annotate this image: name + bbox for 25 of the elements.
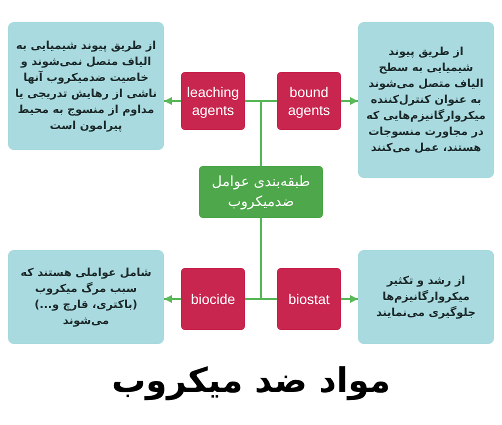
- arrow: [164, 295, 181, 303]
- category-card: [181, 268, 245, 330]
- category-label: bound agents: [286, 83, 332, 119]
- description-card: [358, 250, 494, 344]
- connector-line: [260, 100, 277, 166]
- description-text: شامل عواملی هستند که سبب مرگ میکروب (باکتری، قارچ و...) می‌شوند: [20, 265, 152, 329]
- category-label: leaching agents: [186, 83, 240, 119]
- arrow: [164, 97, 181, 105]
- root-card: [199, 166, 323, 218]
- description-card: [8, 250, 164, 344]
- description-text: از طریق پیوند شیمیایی به سطح الیاف متصل می‌شوند به عنوان کنترل‌کننده میکروارگانیزم‌هایی که در مجاورت منسوجات هستند، عمل می‌کنند: [365, 44, 487, 156]
- root-label: طبقه‌بندی عوامل ضدمیکروب: [210, 173, 312, 212]
- description-card: [358, 22, 494, 178]
- description-card: [8, 22, 164, 150]
- description-text: از رشد و تکثیر میکروارگانیزم‌ها جلوگیری می‌نمایند: [375, 273, 477, 321]
- arrow: [341, 97, 358, 105]
- connector-line: [260, 218, 277, 300]
- category-card: [277, 72, 341, 130]
- category-label: biostat: [288, 290, 330, 308]
- category-label: biocide: [190, 290, 236, 308]
- arrow: [341, 295, 358, 303]
- category-card: [181, 72, 245, 130]
- category-card: [277, 268, 341, 330]
- diagram-title: مواد ضد میکروب: [112, 360, 390, 403]
- description-text: از طریق پیوند شیمیایی به الیاف متصل نمی‌شوند و خاصیت ضدمیکروب آنها ناشی از رهایش تدریجی یا مداوم از منسوج به محیط پیرامون است: [14, 38, 158, 134]
